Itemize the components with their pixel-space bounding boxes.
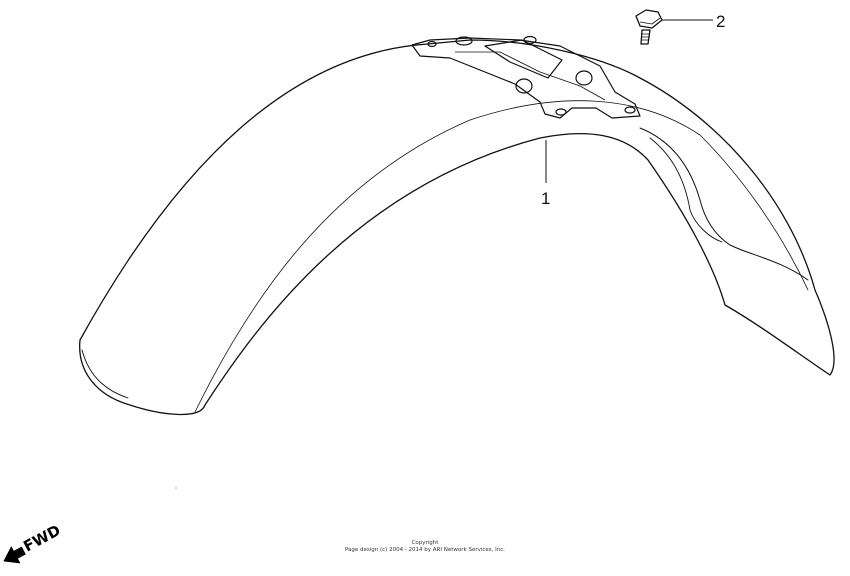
- bracket-hole-2: [523, 35, 537, 45]
- bracket-hole-4: [575, 70, 593, 86]
- fender-center-crease: [194, 100, 809, 413]
- bolt: [635, 9, 663, 45]
- bracket-outline: [411, 37, 641, 119]
- fender-tip-edge: [81, 349, 129, 399]
- scan-speck: [175, 487, 177, 489]
- bolt-head-detail: [639, 17, 661, 25]
- fender-inner-edge: [639, 127, 809, 281]
- bolt-thread-lines: [642, 33, 649, 41]
- bracket-hole-5: [555, 108, 567, 116]
- fwd-arrow-icon: [3, 546, 26, 564]
- bracket-hole-6: [624, 106, 636, 114]
- bracket-hole-1: [455, 36, 473, 46]
- bracket-slot: [484, 39, 563, 79]
- fender-inner-fold: [649, 137, 723, 243]
- bracket-inner-ridge: [455, 51, 606, 101]
- copyright-notice: Page design (c) 2004 - 2014 by ARI Netwo…: [344, 547, 506, 553]
- front-fender: [79, 39, 835, 416]
- callout-2-label: 2: [716, 12, 725, 31]
- fender-outline: [79, 39, 835, 416]
- callout-1-label: 1: [541, 189, 550, 208]
- copyright-title: Copyright: [411, 540, 439, 546]
- bracket-hole-3: [515, 78, 533, 94]
- callout-leaders: [545, 19, 713, 183]
- bracket-hole-7: [427, 40, 437, 48]
- mounting-bracket: [411, 35, 641, 119]
